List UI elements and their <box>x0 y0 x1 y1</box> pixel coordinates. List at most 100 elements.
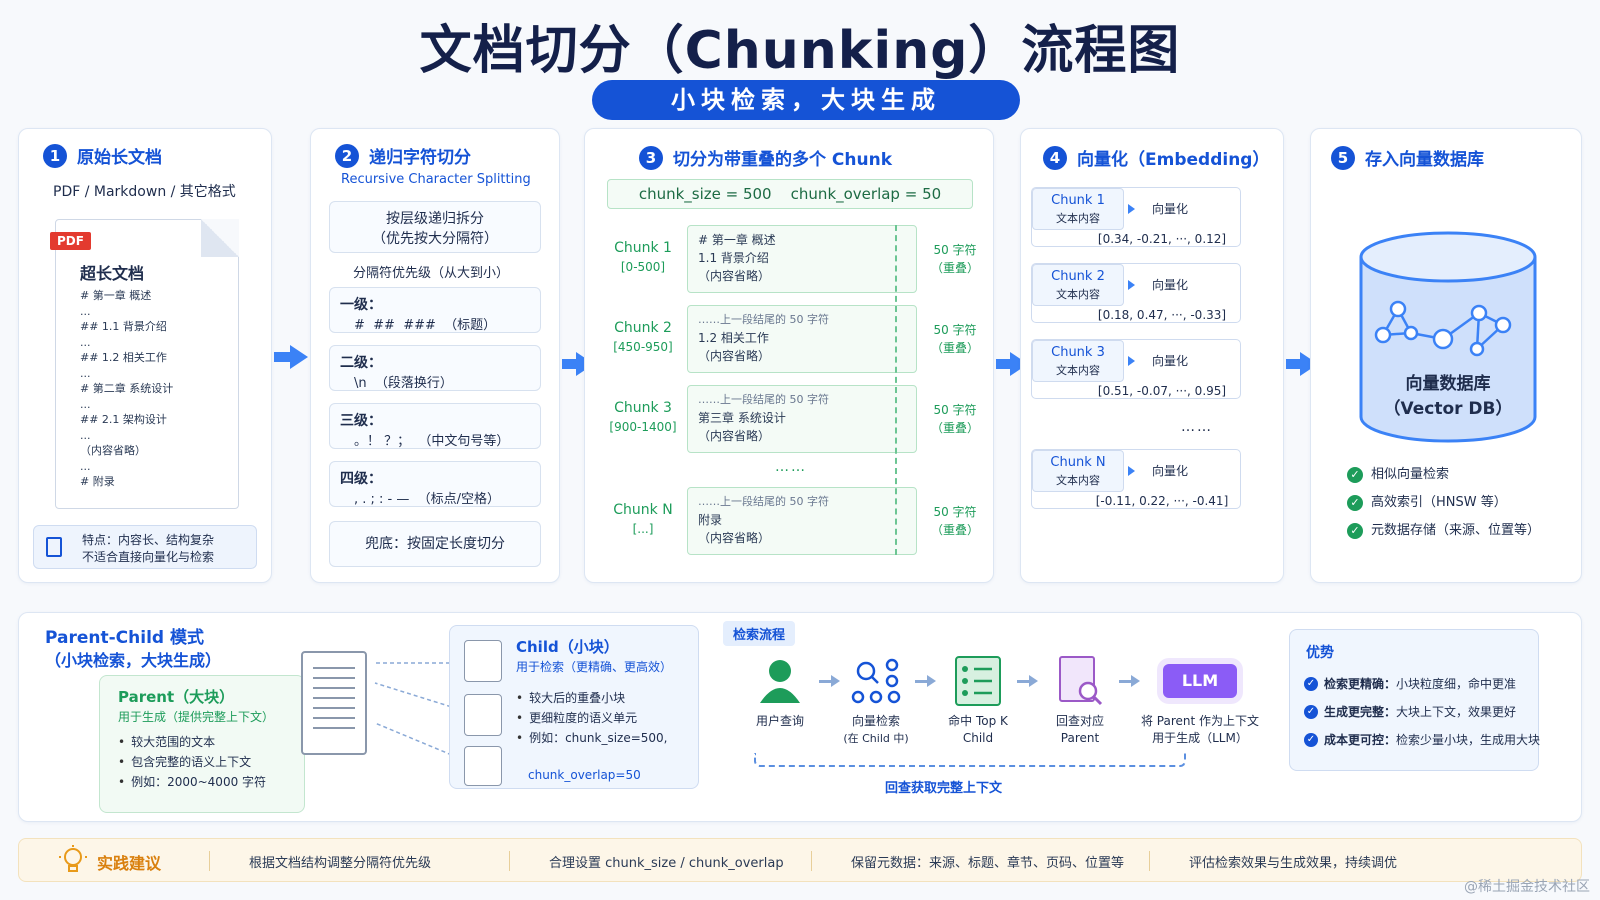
adv-key: 生成更完整： <box>1324 705 1397 719</box>
child-doc-icon <box>464 640 502 682</box>
vector-chunk: Chunk 3 文本内容 <box>1032 340 1124 382</box>
chunk-line1: ……上一段结尾的 50 字符 <box>698 313 829 326</box>
child-point: 例如：chunk_size=500, <box>516 728 667 748</box>
adv-title: 优势 <box>1306 645 1334 661</box>
chunk-box: ……上一段结尾的 50 字符第三章 系统设计（内容省略） <box>687 385 917 453</box>
flow-step-line2: Child <box>962 731 994 745</box>
step5-number: 5 <box>1331 145 1355 170</box>
chunk-ellipsis: …… <box>775 459 807 475</box>
level-desc: # ## ### （标题） <box>354 318 497 333</box>
arrow-right-icon <box>1128 280 1135 290</box>
step2-header: 2 递归字符切分 <box>335 143 471 168</box>
chunk-config: chunk_size = 500 chunk_overlap = 50 <box>607 179 973 209</box>
adv-key: 成本更可控： <box>1324 733 1397 747</box>
vector-chunk-name: Chunk 3 <box>1051 345 1105 360</box>
vector-db-label: 向量数据库 （Vector DB） <box>1353 369 1543 419</box>
child-points: 较大后的重叠小块更细粒度的语义单元例如：chunk_size=500, <box>516 688 667 748</box>
arrow-icon <box>274 345 308 369</box>
level-box: 二级： \n （段落换行） <box>329 345 541 391</box>
doc-line: # 第二章 系统设计 <box>80 382 174 395</box>
step2-number: 2 <box>335 143 359 168</box>
step1-formats: PDF / Markdown / 其它格式 <box>53 184 236 200</box>
chunk-range: [450-950] <box>613 340 673 354</box>
chunk-line2: 1.2 相关工作 <box>698 331 769 345</box>
adv-list: ✓检索更精确：小块粒度细，命中更准✓生成更完整：大块上下文，效果更好✓成本更可控… <box>1304 670 1540 754</box>
chunk-name: Chunk 3 <box>614 400 672 416</box>
overlap-label: 50 字符（重叠） <box>925 241 985 277</box>
parent-point: 包含完整的语义上下文 <box>118 752 266 772</box>
child-doc-icon <box>464 694 502 736</box>
doc-line: # 附录 <box>80 475 115 488</box>
db-features: ✓相似向量检索✓高效索引（HNSW 等）✓元数据存储（来源、位置等） <box>1347 461 1540 545</box>
overlap-note: （重叠） <box>930 261 979 275</box>
priority-label: 分隔符优先级（从大到小） <box>353 266 510 281</box>
tip-divider <box>811 851 812 871</box>
step5-title: 存入向量数据库 <box>1365 150 1484 170</box>
user-icon <box>754 655 806 707</box>
overlap-text: 50 字符 <box>933 403 977 417</box>
arrow-icon <box>1119 675 1140 687</box>
note-line2: 不适合直接向量化与检索 <box>82 550 215 564</box>
tips-title: 实践建议 <box>97 854 162 873</box>
flow-step-label: 将 Parent 作为上下文用于生成（LLM） <box>1135 713 1265 747</box>
chunk-line3: （内容省略） <box>698 269 771 283</box>
adv-key: 检索更精确： <box>1324 677 1397 691</box>
doc-line: ... <box>80 335 91 349</box>
child-box: Child（小块） 用于检索（更精确、更高效） 较大后的重叠小块更细粒度的语义单… <box>449 625 699 789</box>
arrow-icon <box>819 675 840 687</box>
chunk-name: Chunk N <box>613 502 673 518</box>
step1-note: 特点：内容长、结构复杂 不适合直接向量化与检索 <box>33 525 257 569</box>
long-document: PDF 超长文档 # 第一章 概述...## 1.1 背景介绍...## 1.2… <box>50 219 239 509</box>
chunk-box: ……上一段结尾的 50 字符附录（内容省略） <box>687 487 917 555</box>
tip-divider <box>209 851 210 871</box>
vector-value: [0.18, 0.47, ···, -0.33] <box>1088 308 1236 322</box>
db-name-en: （Vector DB） <box>1383 399 1513 419</box>
chunk-label: Chunk 3 [900-1400] <box>603 399 683 437</box>
check-icon: ✓ <box>1347 523 1363 539</box>
child-point-extra: chunk_overlap=50 <box>528 768 641 782</box>
vector-chunk-sub: 文本内容 <box>1056 474 1100 487</box>
chunk-box: # 第一章 概述 1.1 背景介绍 （内容省略） <box>687 225 917 293</box>
step2-subtitle: Recursive Character Splitting <box>341 172 531 187</box>
vector-value: [0.34, -0.21, ···, 0.12] <box>1088 232 1236 246</box>
pc-subtitle: （小块检索，大块生成） <box>45 651 222 670</box>
split-head1: 按层级递归拆分 <box>386 211 484 227</box>
arrow-right-icon <box>1128 204 1135 214</box>
level-desc: \n （段落换行） <box>354 376 453 391</box>
chunk-name: Chunk 2 <box>614 320 672 336</box>
llm-icon: LLM <box>1144 655 1256 707</box>
chunk-line1: # 第一章 概述 <box>698 233 776 247</box>
check-icon: ✓ <box>1304 705 1318 719</box>
tip-item: 根据文档结构调整分隔符优先级 <box>249 856 432 871</box>
chunk-line2: 1.1 背景介绍 <box>698 251 769 265</box>
tip-divider <box>509 851 510 871</box>
document-note-icon <box>46 537 62 557</box>
doc-line: ... <box>80 397 91 411</box>
vector-op: 向量化 <box>1152 464 1189 478</box>
recursive-split-box: 按层级递归拆分 （优先按大分隔符） <box>329 201 541 253</box>
level-desc: , . ; : - — （标点/空格） <box>354 492 501 507</box>
db-feature-text: 元数据存储（来源、位置等） <box>1371 523 1541 538</box>
step3-title: 切分为带重叠的多个 Chunk <box>673 150 893 170</box>
overlap-text: 50 字符 <box>933 323 977 337</box>
step1-title: 原始长文档 <box>77 148 162 168</box>
vector-chunk-sub: 文本内容 <box>1056 364 1100 377</box>
flow-step-line1: 命中 Top K <box>948 714 1008 728</box>
document-search-icon <box>1054 655 1106 707</box>
chunk-range: [900-1400] <box>609 420 677 434</box>
flow-step-label: 命中 Top K Child <box>933 713 1023 747</box>
db-feature: ✓ 元数据存储（来源、位置等） <box>1347 517 1540 545</box>
level-name: 二级： <box>340 355 382 371</box>
doc-line: ... <box>80 366 91 380</box>
flow-step-line1: 用户查询 <box>755 714 804 728</box>
chunk-label: Chunk 2 [450-950] <box>603 319 683 357</box>
flow-step-line1: 将 Parent 作为上下文 <box>1140 714 1260 728</box>
vector-chunk-name: Chunk 1 <box>1051 193 1105 208</box>
child-point: 更细粒度的语义单元 <box>516 708 667 728</box>
parent-box: Parent（大块） 用于生成（提供完整上下文） 较大范围的文本包含完整的语义上… <box>99 675 305 813</box>
db-feature: ✓相似向量检索 <box>1347 461 1540 489</box>
tip-divider <box>1149 851 1150 871</box>
vector-op: 向量化 <box>1152 354 1189 368</box>
